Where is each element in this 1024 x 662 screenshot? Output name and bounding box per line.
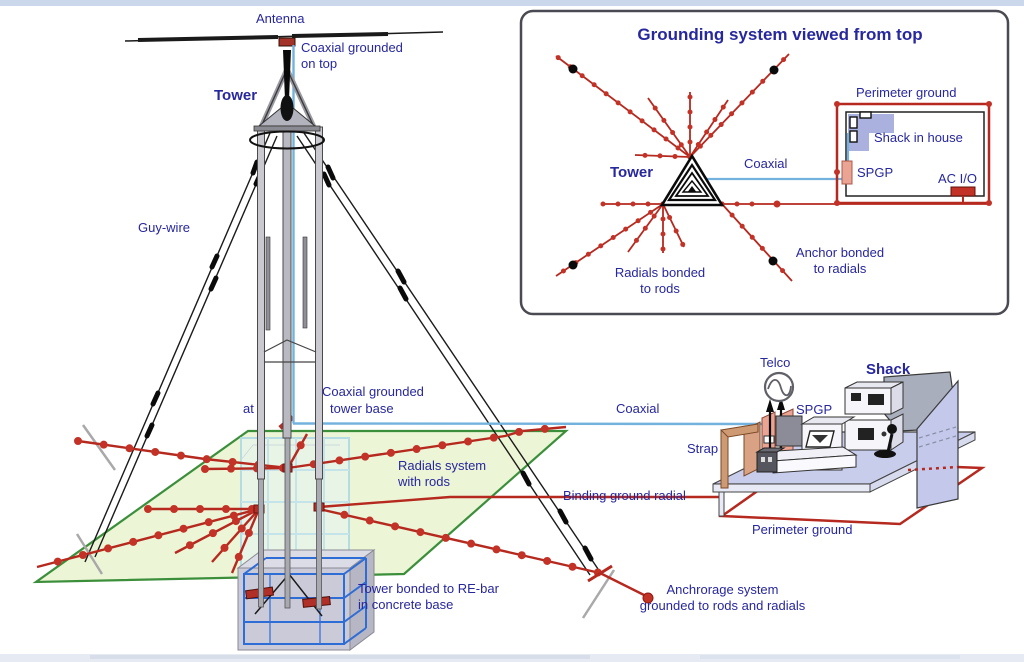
ground-strap — [719, 421, 761, 489]
antenna-line — [124, 31, 444, 47]
inset-title: Grounding system viewed from top — [637, 25, 923, 44]
anchor-dot — [768, 256, 778, 266]
coax-base-label-line1: Coaxial grounded — [322, 384, 424, 399]
spgp-label: SPGP — [796, 402, 833, 417]
antenna-label: Antenna — [256, 11, 305, 26]
coax-base-label-line2: tower base — [330, 401, 394, 416]
anchorage-label: Anchrorage system grounded to rods and r… — [639, 582, 806, 613]
inset-spgp-label: SPGP — [857, 165, 894, 180]
inset-house — [834, 101, 992, 206]
coax-top-label: Coaxial grounded on top — [301, 40, 403, 71]
inset-perimeter-label: Perimeter ground — [856, 85, 957, 100]
shack-label: Shack — [866, 361, 911, 378]
inset-box — [519, 9, 1010, 316]
concrete-base — [236, 549, 376, 651]
strap-label: Strap — [687, 441, 719, 456]
inset-shack-area — [848, 114, 894, 151]
binding-ground-radial-label: Binding ground radial — [563, 488, 686, 503]
shack-scene — [712, 371, 986, 526]
anchor-dot — [769, 65, 779, 75]
anchor-dot — [568, 64, 578, 74]
rebar-label: Tower bonded to RE-bar in concrete base — [358, 581, 499, 612]
antenna-feed-connector — [278, 37, 296, 47]
coax-base-label-at: at — [243, 401, 254, 416]
perimeter-hidden-segment — [907, 465, 959, 472]
radials-system-label: Radials system with rods — [398, 458, 487, 489]
inset-perimeter-ground — [835, 102, 991, 205]
rebar-wireframe — [243, 557, 367, 645]
anchor-dot — [568, 260, 578, 270]
inset-coaxial-label: Coaxial — [744, 156, 788, 171]
radio-equipment — [755, 381, 904, 474]
antenna-balun — [283, 50, 291, 100]
inset-ac-io-label: AC I/O — [938, 171, 978, 186]
desk-microphone — [874, 424, 897, 458]
inset-shack-in-house-label: Shack in house — [874, 130, 963, 145]
inset-radials-rods-label: Radials bonded to rods — [614, 265, 706, 296]
inset-spgp — [841, 160, 853, 185]
telco-label: Telco — [760, 355, 791, 370]
coaxial-label: Coaxial — [616, 401, 660, 416]
inset-ac-io — [950, 186, 976, 197]
inset-tower-triangle — [659, 153, 725, 207]
tower-label: Tower — [214, 87, 258, 104]
inset-house-wall — [845, 111, 985, 197]
telco-symbol — [763, 371, 795, 403]
inset-tower-label: Tower — [610, 164, 654, 181]
inset-anchor-label: Anchor bonded to radials — [795, 245, 885, 276]
inset-radials — [553, 51, 988, 284]
shack-side-wall — [916, 379, 959, 509]
perimeter-ground-label: Perimeter ground — [752, 522, 853, 537]
guy-wire-label: Guy-wire — [138, 220, 191, 235]
tower-structure — [249, 50, 325, 610]
